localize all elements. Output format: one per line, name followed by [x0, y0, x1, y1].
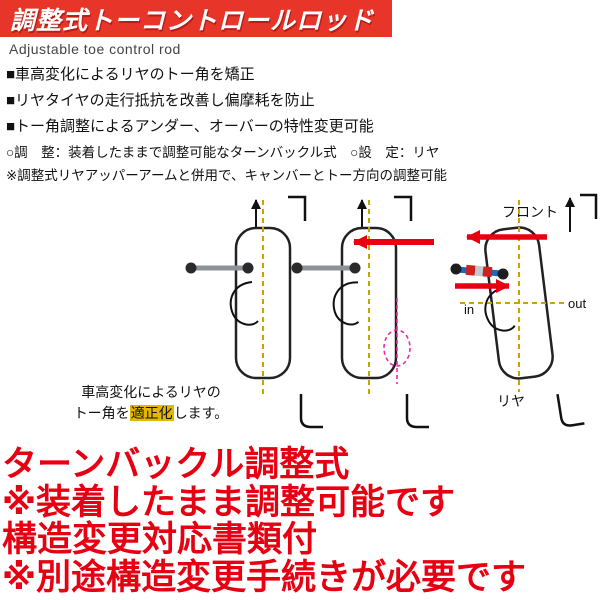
frame-bracket-top	[288, 195, 307, 221]
rear-label: リヤ	[497, 393, 525, 409]
selling-point: ※別途構造変更手続きが必要です	[2, 557, 527, 597]
knuckle-arm	[229, 281, 259, 326]
front-label: フロント	[502, 204, 558, 220]
frame-bracket-top	[580, 193, 598, 219]
rod-joint	[349, 262, 361, 274]
frame-bracket-bottom	[556, 394, 585, 427]
wheel-unit-1	[185, 195, 323, 429]
knuckle-arm	[484, 286, 516, 332]
caption-line1: 車高変化によるリヤの	[81, 384, 221, 400]
selling-points: ターンバックル調整式 ※装着したまま調整可能です 構造変更対応書類付 ※別途構造…	[2, 446, 526, 596]
feature-item: ■車高変化によるリヤのトー角を矯正	[6, 66, 255, 83]
in-label: in	[464, 302, 474, 317]
rod-joint	[450, 263, 462, 275]
out-label: out	[568, 296, 586, 311]
page-subtitle: Adjustable toe control rod	[9, 41, 181, 57]
rod-joint	[242, 262, 254, 274]
note-line: ※調整式リヤアッパーアームと併用で、キャンバーとトー方向の調整可能	[6, 168, 448, 183]
spec-line: ○調 整：装着したままで調整可能なターンバックル式 ○設 定：リヤ	[6, 145, 440, 160]
rod-joint	[497, 268, 509, 280]
page-title: 調整式トーコントロールロッド	[10, 6, 375, 35]
selling-point: ターンバックル調整式	[2, 445, 350, 484]
frame-bracket-bottom	[299, 394, 323, 429]
diagram-caption: 車高変化によるリヤの トー角を適正化します。	[58, 382, 244, 424]
turnbuckle	[465, 264, 493, 278]
toe-diagram: フロント in out リヤ	[185, 193, 598, 429]
caption-highlight: 適正化	[129, 405, 174, 421]
feature-item: ■トー角調整によるアンダー、オーバーの特性変更可能	[6, 118, 374, 135]
toe-angle-circle	[383, 329, 411, 367]
wheel-unit-3: フロント in out リヤ	[450, 193, 598, 427]
rod-joint	[291, 262, 303, 274]
frame-bracket-bottom	[405, 394, 429, 429]
rod-joint	[185, 262, 197, 274]
knuckle-arm	[332, 281, 360, 326]
title-banner: 調整式トーコントロールロッド	[0, 0, 392, 37]
selling-point: ※装着したまま調整可能です	[2, 482, 455, 522]
wheel-unit-2	[291, 195, 434, 429]
feature-list: ■車高変化によるリヤのトー角を矯正 ■リヤタイヤの走行抵抗を改善し偏摩耗を防止 …	[6, 62, 374, 140]
caption-line2: トー角を適正化します。	[73, 405, 229, 421]
frame-bracket-top	[394, 195, 413, 221]
selling-point: 構造変更対応書類付	[2, 520, 318, 559]
feature-item: ■リヤタイヤの走行抵抗を改善し偏摩耗を防止	[6, 92, 315, 109]
